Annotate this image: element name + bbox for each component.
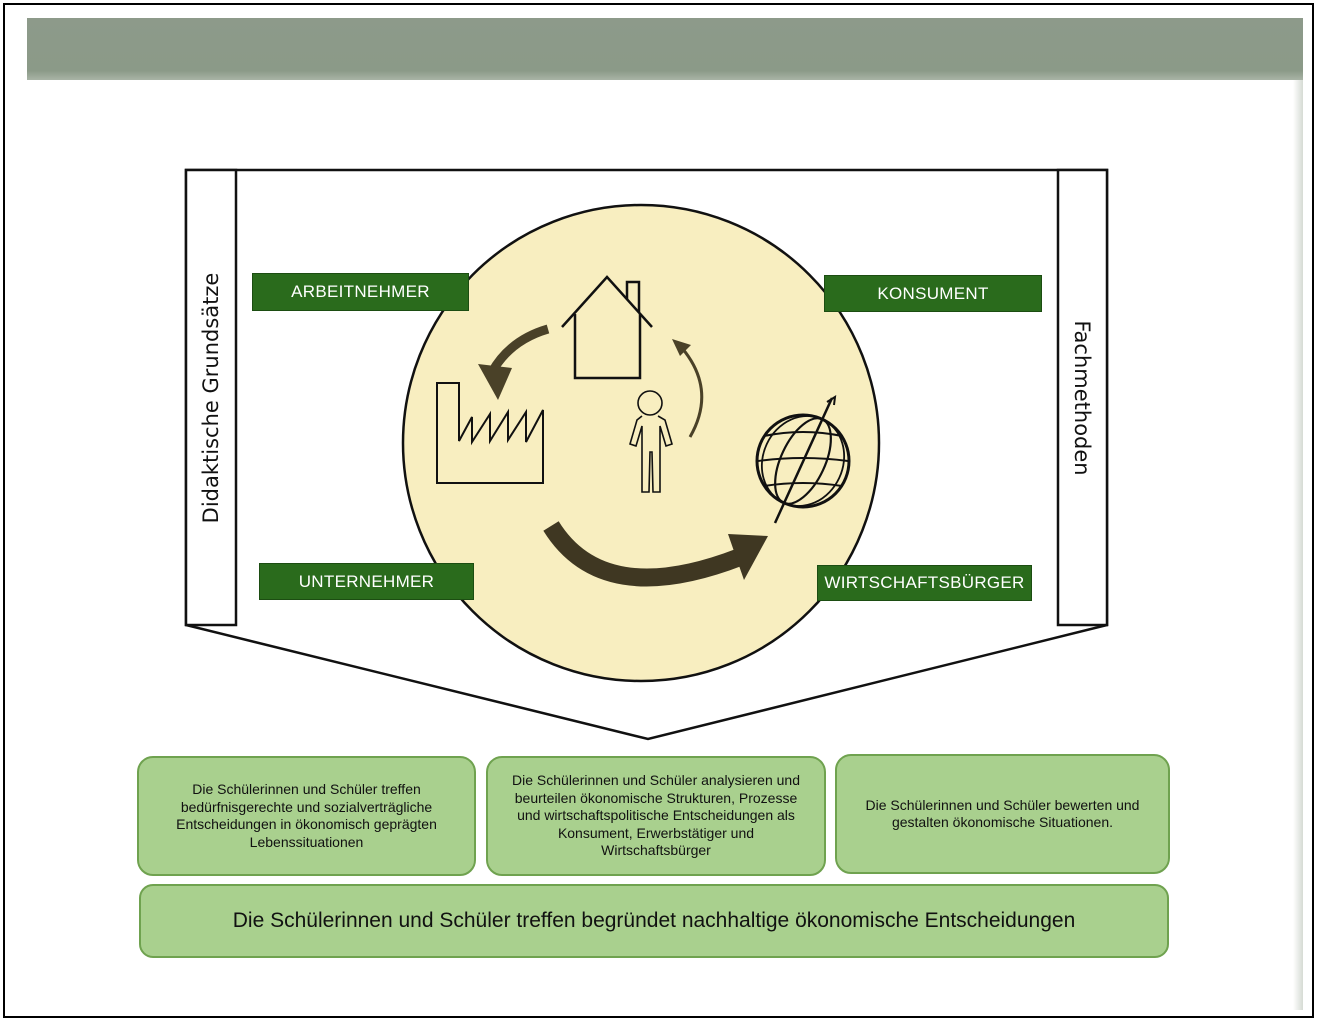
cycle-arrow-bottom-icon [543, 521, 768, 587]
header-bar [27, 18, 1303, 80]
goal-box-3: Die Schülerinnen und Schüler bewerten un… [835, 754, 1170, 874]
house-icon [561, 275, 653, 380]
person-icon [629, 390, 673, 493]
main-goal-box: Die Schülerinnen und Schüler treffen beg… [139, 884, 1169, 958]
factory-icon [436, 382, 544, 484]
left-side-column [184, 168, 238, 627]
goal-box-1: Die Schülerinnen und Schüler treffen bed… [137, 756, 476, 876]
cycle-arrow-left-icon [478, 324, 550, 400]
globe-icon [755, 395, 851, 524]
right-side-column [1056, 168, 1109, 627]
small-cycle-arrow-icon [672, 339, 704, 438]
role-box-konsument: KONSUMENT [824, 275, 1042, 312]
side-label-fachmethoden: Fachmethoden [1070, 320, 1094, 476]
role-box-unternehmer: UNTERNEHMER [259, 563, 474, 600]
role-box-wirtschaftsbuerger: WIRTSCHAFTSBÜRGER [817, 565, 1032, 601]
page-edge-shadow [1293, 80, 1303, 1010]
side-label-didaktische-grundsaetze: Didaktische Grundsätze [199, 272, 223, 524]
central-circle [401, 203, 881, 683]
role-box-arbeitnehmer: ARBEITNEHMER [252, 273, 469, 311]
goal-box-2: Die Schülerinnen und Schüler analysieren… [486, 756, 826, 876]
